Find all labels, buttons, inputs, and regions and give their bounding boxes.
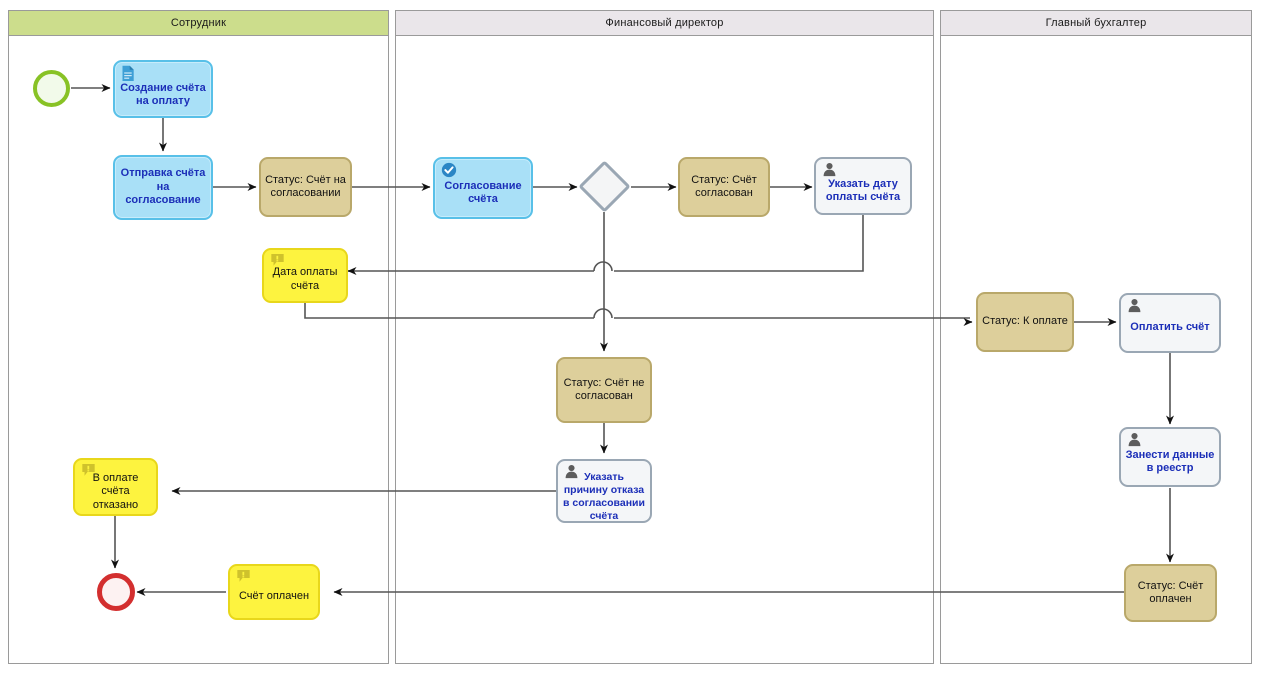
- status-on-approval[interactable]: Статус: Счёт на согласовании: [259, 157, 352, 217]
- pool-header-cfo: Финансовый директор: [395, 10, 934, 36]
- note-invoice-paid-label: Счёт оплачен: [238, 590, 310, 603]
- note-icon: [235, 569, 252, 586]
- note-payment-date-label: Дата оплаты счёта: [272, 266, 338, 292]
- pool-header-chief-accountant: Главный бухгалтер: [940, 10, 1252, 36]
- task-register-data-label: Занести данные в реестр: [1125, 448, 1215, 474]
- note-payment-refused[interactable]: В оплате счёта отказано: [73, 458, 158, 516]
- status-not-approved-label: Статус: Счёт не согласован: [563, 376, 645, 402]
- note-icon: [269, 253, 286, 270]
- task-send-invoice[interactable]: Отправка счёта на согласование: [113, 155, 213, 220]
- user-icon: [1126, 432, 1143, 449]
- task-create-invoice-label: Создание счёта на оплату: [120, 81, 206, 107]
- status-to-pay[interactable]: Статус: К оплате: [976, 292, 1074, 352]
- status-on-approval-label: Статус: Счёт на согласовании: [265, 173, 346, 199]
- task-send-invoice-label: Отправка счёта на согласование: [120, 167, 206, 207]
- pool-label-chief-accountant: Главный бухгалтер: [1045, 17, 1147, 29]
- task-pay-invoice[interactable]: Оплатить счёт: [1119, 293, 1221, 353]
- task-set-payment-date[interactable]: Указать дату оплаты счёта: [814, 157, 912, 215]
- status-approved-label: Статус: Счёт согласован: [691, 173, 757, 199]
- check-circle-icon: [440, 162, 457, 179]
- pool-label-employee: Сотрудник: [170, 17, 227, 29]
- note-invoice-paid[interactable]: Счёт оплачен: [228, 564, 320, 620]
- note-payment-refused-label: В оплате счёта отказано: [92, 471, 139, 511]
- pool-employee: [8, 10, 389, 664]
- user-icon: [563, 464, 580, 481]
- task-create-invoice[interactable]: Создание счёта на оплату: [113, 60, 213, 118]
- task-register-data[interactable]: Занести данные в реестр: [1119, 427, 1221, 487]
- status-paid-label: Статус: Счёт оплачен: [1137, 579, 1204, 605]
- status-to-pay-label: Статус: К оплате: [982, 315, 1068, 328]
- task-pay-invoice-label: Оплатить счёт: [1130, 321, 1210, 334]
- end-event[interactable]: [97, 573, 135, 611]
- status-not-approved[interactable]: Статус: Счёт не согласован: [556, 357, 652, 423]
- user-icon: [1126, 298, 1143, 315]
- note-icon: [80, 463, 97, 480]
- task-state-reject-reason-label: Указать причину отказа в согласовании сч…: [563, 471, 645, 522]
- task-set-payment-date-label: Указать дату оплаты счёта: [825, 177, 901, 203]
- status-approved[interactable]: Статус: Счёт согласован: [678, 157, 770, 217]
- pool-header-employee: Сотрудник: [8, 10, 389, 36]
- note-payment-date[interactable]: Дата оплаты счёта: [262, 248, 348, 303]
- task-state-reject-reason[interactable]: Указать причину отказа в согласовании сч…: [556, 459, 652, 523]
- task-approve-invoice[interactable]: Согласование счёта: [433, 157, 533, 219]
- status-paid[interactable]: Статус: Счёт оплачен: [1124, 564, 1217, 622]
- user-icon: [821, 162, 838, 179]
- start-event[interactable]: [33, 70, 70, 107]
- pool-label-cfo: Финансовый директор: [605, 17, 724, 29]
- pool-cfo: [395, 10, 934, 664]
- task-approve-invoice-label: Согласование счёта: [444, 179, 522, 205]
- document-icon: [120, 65, 137, 82]
